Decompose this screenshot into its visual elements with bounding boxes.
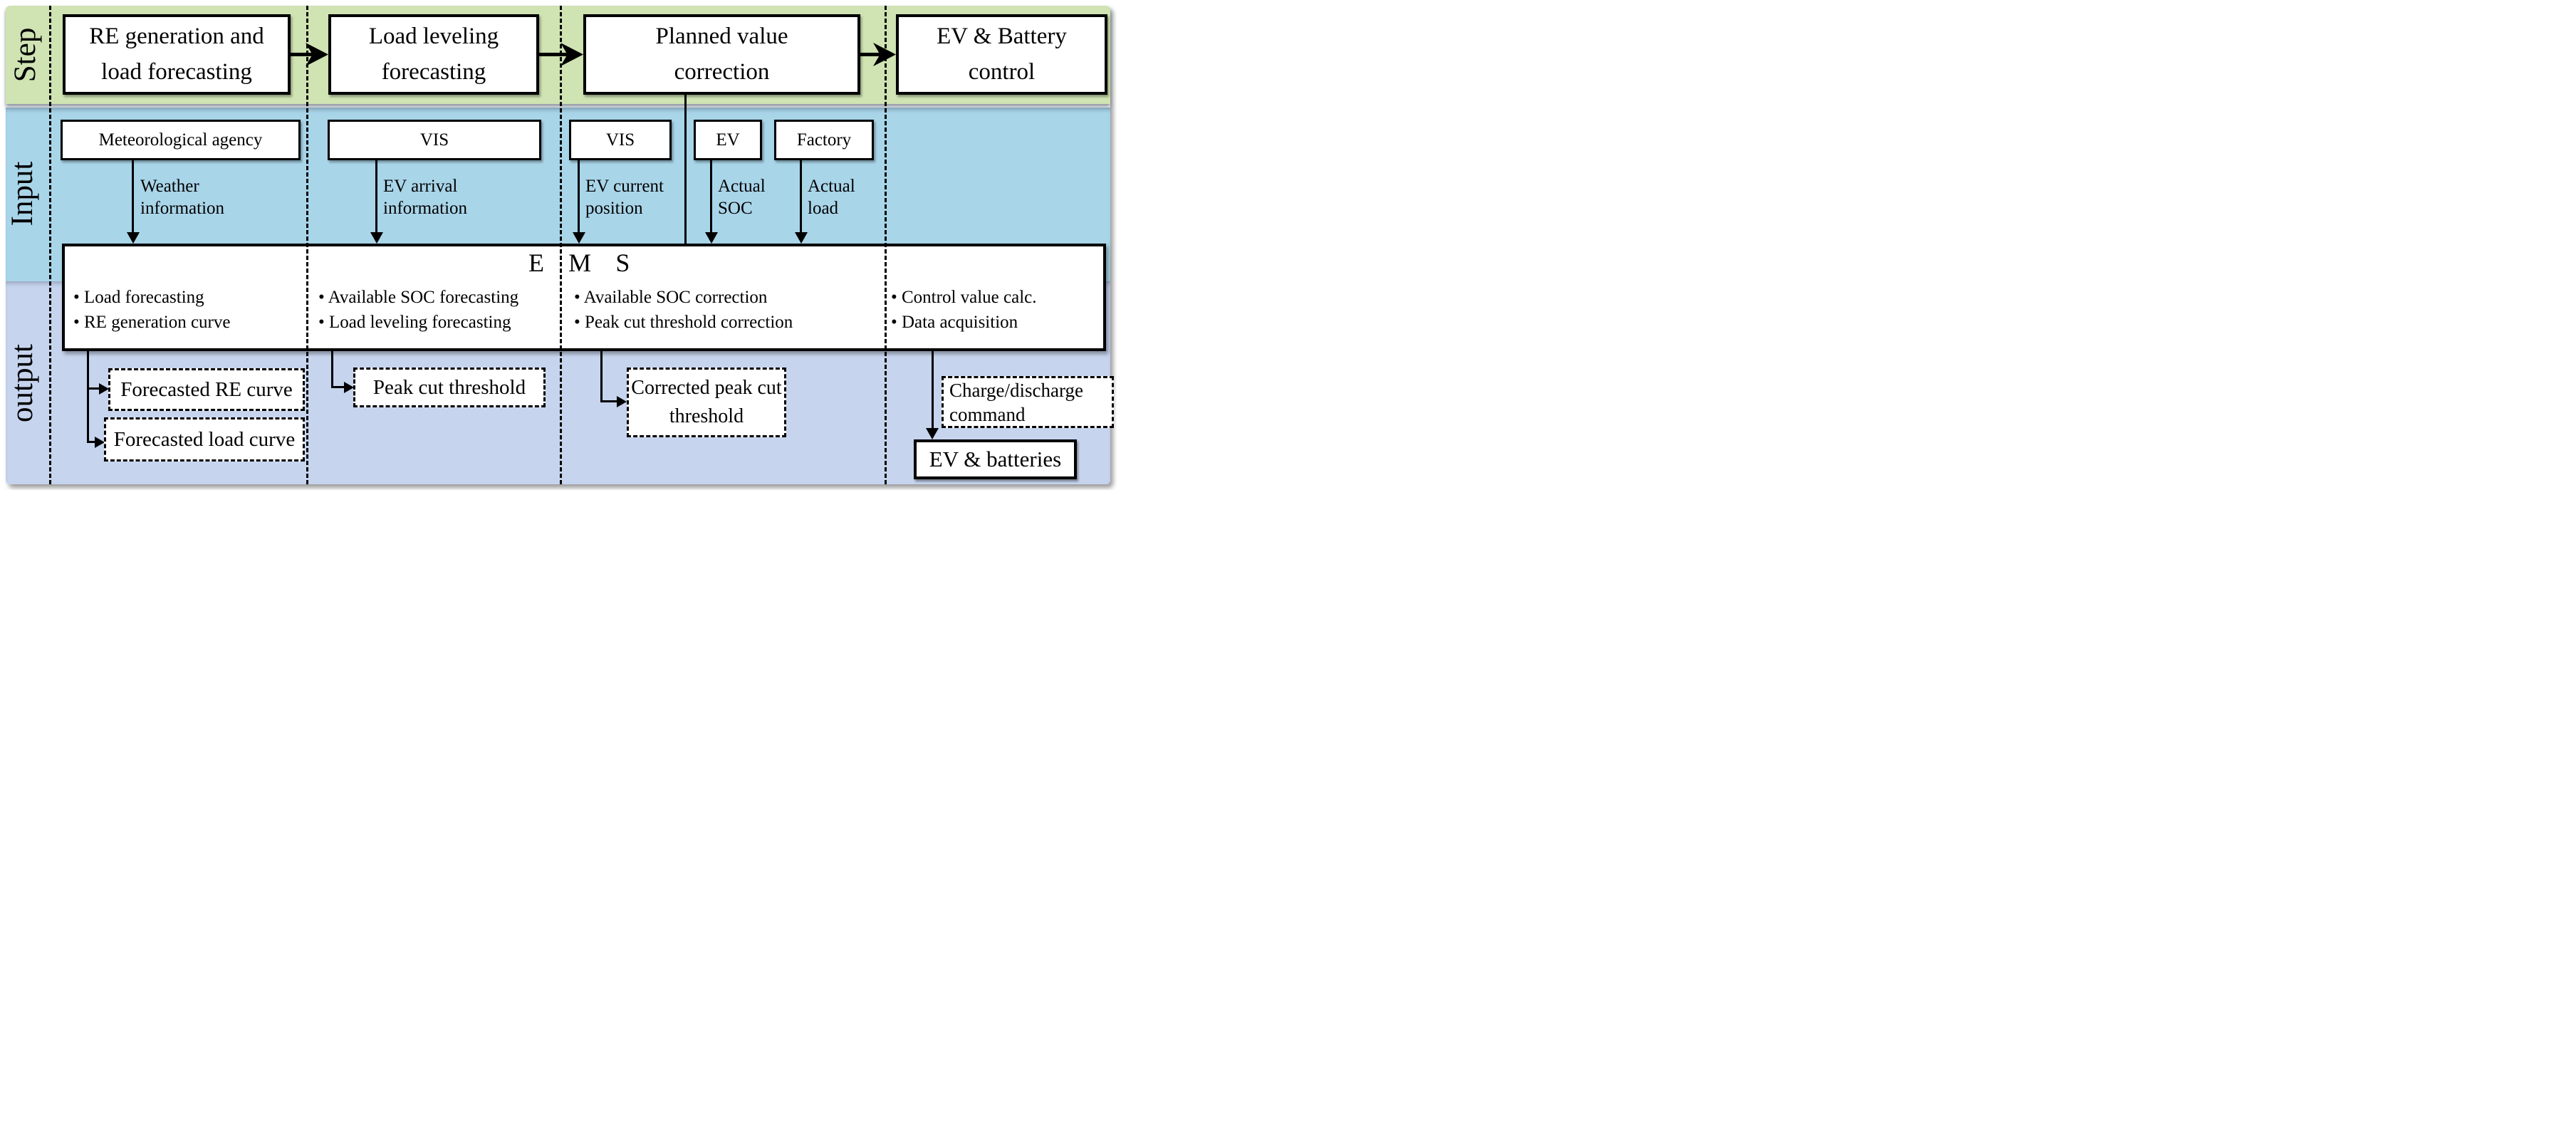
- arrow-right-icon-peak-cut: [344, 382, 354, 393]
- ems-function-item: • Control value calc.: [891, 288, 1037, 307]
- ems-function-item: • RE generation curve: [73, 313, 231, 332]
- ems-function-item: • Available SOC correction: [574, 288, 768, 307]
- arrow-right-icon-corrected-peak-cut: [617, 396, 627, 407]
- connector-col1-vline: [87, 348, 89, 443]
- input-arrow-shaft-ev-position: [578, 158, 580, 234]
- row-label-output: output: [6, 344, 39, 422]
- signal-label-actual-load: Actual load: [808, 177, 855, 218]
- output-box-forecasted-load-curve: Forecasted load curve: [104, 417, 305, 462]
- ems-function-item: • Available SOC forecasting: [318, 288, 519, 307]
- output-box-corrected-peak-cut: Corrected peak cut threshold: [627, 368, 786, 437]
- output-box-forecasted-re-curve: Forecasted RE curve: [108, 368, 305, 411]
- signal-label-weather: Weather information: [140, 177, 225, 218]
- step-box-load-leveling: Load leveling forecasting: [328, 14, 539, 95]
- connector-col2-vline: [331, 348, 333, 388]
- step-box-re-generation: RE generation and load forecasting: [63, 14, 291, 95]
- connector-col2-hline: [331, 386, 345, 388]
- output-box-peak-cut-threshold: Peak cut threshold: [353, 368, 546, 407]
- step-box-planned-value: Planned value correction: [583, 14, 860, 95]
- signal-label-ev-arrival: EV arrival information: [383, 177, 468, 218]
- input-box-ev: EV: [694, 120, 762, 160]
- ems-function-group-1: • Load forecasting • RE generation curve: [73, 285, 230, 335]
- input-box-factory: Factory: [774, 120, 874, 160]
- signal-label-ev-position: EV current position: [585, 177, 664, 218]
- ems-function-item: • Data acquisition: [891, 313, 1018, 332]
- signal-label-actual-soc: Actual SOC: [718, 177, 766, 218]
- input-arrow-shaft-actual-soc: [710, 158, 712, 234]
- arrow-down-icon-ev-arrival: [370, 232, 383, 244]
- column-separator-2: [306, 6, 308, 484]
- ems-function-item: • Load leveling forecasting: [318, 313, 511, 332]
- output-box-charge-discharge-command: Charge/discharge command: [942, 376, 1114, 428]
- arrow-down-icon-actual-load: [795, 232, 808, 244]
- input-box-vis-arrival: VIS: [328, 120, 541, 160]
- ems-box: [62, 244, 1106, 351]
- column-separator-4: [885, 6, 887, 484]
- connector-col3-hline: [600, 400, 619, 402]
- arrow-down-icon-weather: [127, 232, 140, 244]
- arrow-down-icon-ev-position: [573, 232, 585, 244]
- connector-col3-vline: [600, 348, 603, 402]
- step-arrow-shaft-2: [539, 53, 568, 56]
- input-box-vis-position: VIS: [569, 120, 672, 160]
- column-separator-3: [560, 6, 562, 484]
- planned-value-line: [684, 93, 687, 244]
- arrow-right-icon-re-curve: [99, 383, 109, 395]
- row-label-input: Input: [6, 161, 39, 226]
- column-separator-1: [49, 6, 51, 484]
- input-arrow-shaft-weather: [132, 158, 134, 234]
- flow-diagram: Step Input output RE generation and load…: [0, 0, 1117, 490]
- input-box-meteorological-agency: Meteorological agency: [61, 120, 301, 160]
- ems-title: E M S: [528, 249, 640, 277]
- ems-function-group-2: • Available SOC forecasting • Load level…: [318, 285, 518, 335]
- arrow-right-icon-load-curve: [95, 437, 105, 448]
- ems-function-item: • Peak cut threshold correction: [574, 313, 793, 332]
- ems-function-group-4: • Control value calc. • Data acquisition: [891, 285, 1037, 335]
- input-arrow-shaft-ev-arrival: [375, 158, 377, 234]
- arrow-down-icon-ev-batteries: [926, 428, 939, 439]
- input-arrow-shaft-actual-load: [800, 158, 802, 234]
- connector-col1-hline-1: [87, 387, 101, 390]
- connector-col1-hline-2: [87, 441, 98, 443]
- step-arrow-shaft-1: [291, 53, 315, 56]
- connector-col4-vline: [932, 348, 934, 429]
- row-label-step: Step: [9, 27, 42, 83]
- ems-function-group-3: • Available SOC correction • Peak cut th…: [574, 285, 793, 335]
- step-box-ev-battery: EV & Battery control: [896, 14, 1107, 95]
- sink-box-ev-batteries: EV & batteries: [914, 439, 1077, 479]
- step-arrow-shaft-3: [860, 53, 880, 56]
- arrow-down-icon-actual-soc: [705, 232, 718, 244]
- ems-function-item: • Load forecasting: [73, 288, 204, 307]
